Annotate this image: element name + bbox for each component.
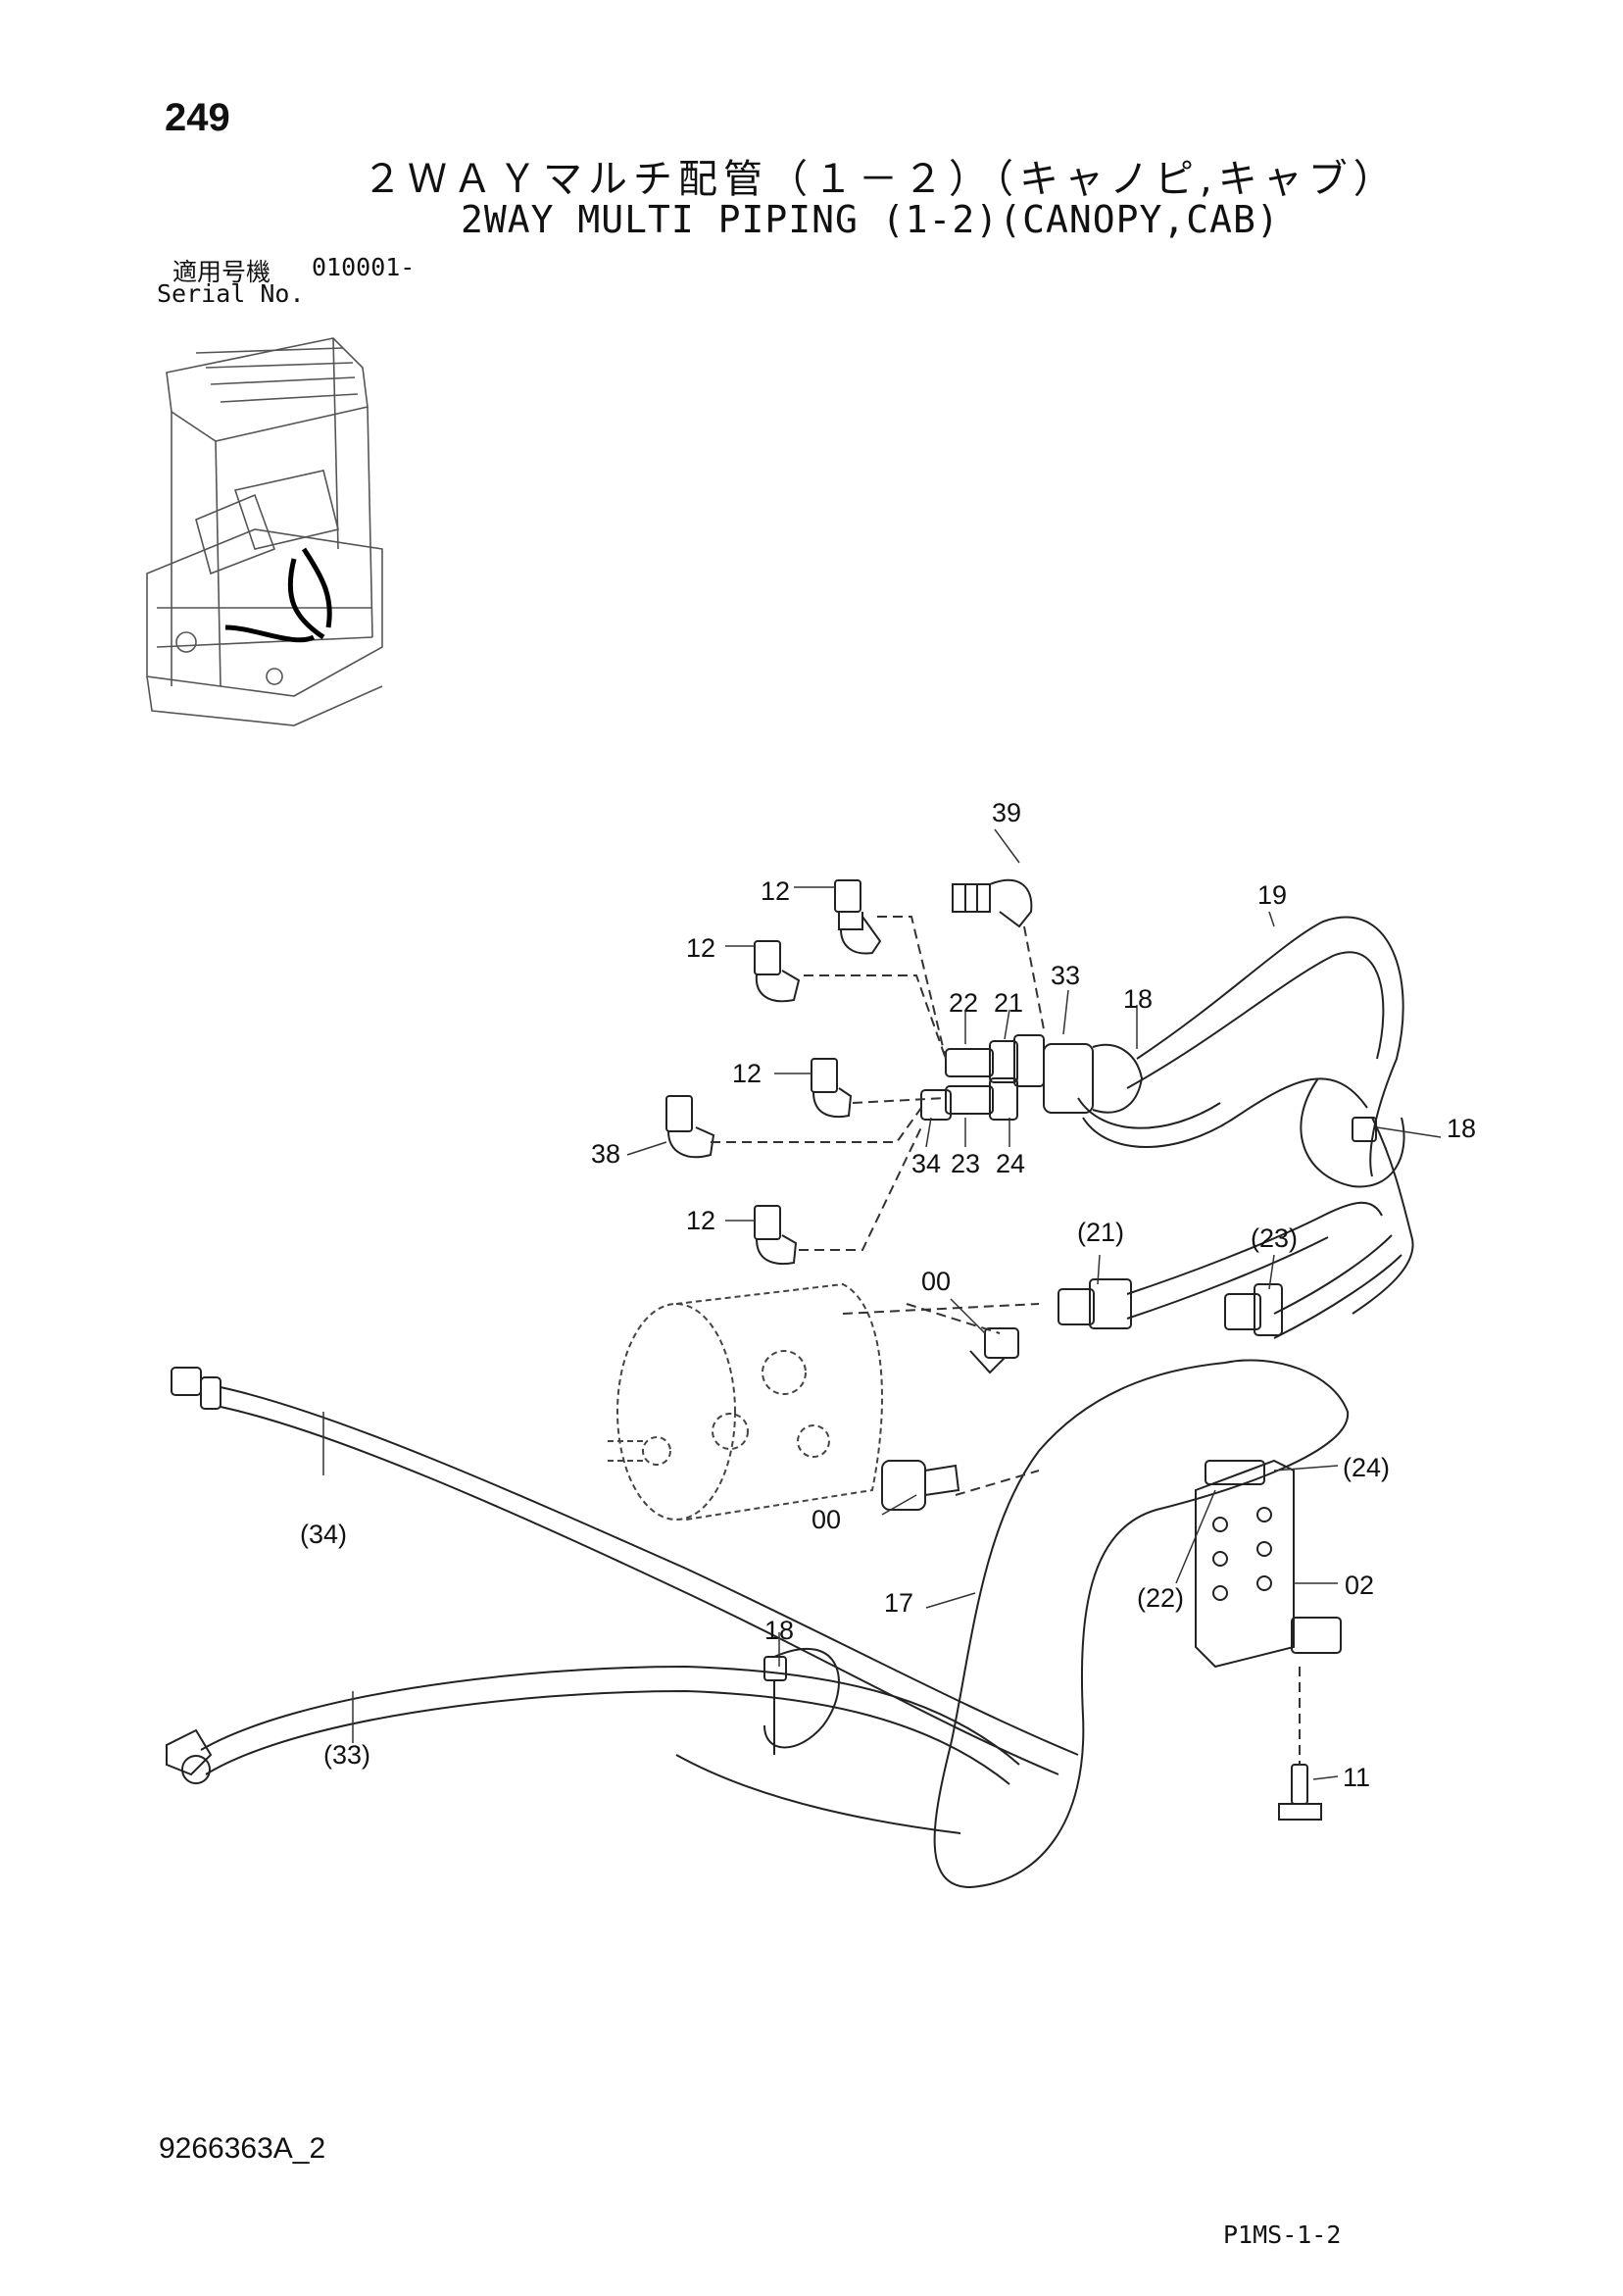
fitting-00-lower — [881, 1460, 960, 1511]
hose-23 — [1224, 1234, 1402, 1339]
dash-lines — [711, 916, 1301, 1765]
swivel-pump — [608, 1282, 883, 1521]
document-code: 9266363A_2 — [159, 2132, 326, 2165]
callout-12-top: 12 — [761, 876, 791, 906]
machine-locator-thumbnail — [146, 337, 383, 726]
callout-00-upper: 00 — [921, 1267, 952, 1296]
bolt-11 — [1278, 1764, 1322, 1821]
serial-label-en: Serial No. — [157, 279, 305, 308]
callout-24: 24 — [996, 1149, 1026, 1178]
clamp-18-lower — [763, 1648, 840, 1755]
leader-lines — [322, 828, 1442, 1780]
callout-18-top: 18 — [1123, 984, 1154, 1014]
fitting-38 — [665, 1095, 715, 1159]
callout-23-paren: (23) — [1251, 1223, 1299, 1253]
callout-02: 02 — [1345, 1571, 1375, 1600]
callout-11: 11 — [1343, 1763, 1371, 1792]
title-english: 2WAY MULTI PIPING (1-2)(CANOPY,CAB) — [461, 198, 1280, 241]
callout-00-lower: 00 — [812, 1505, 842, 1534]
fitting-00-upper — [969, 1327, 1019, 1374]
coupling-block — [920, 1034, 1144, 1121]
callout-17: 17 — [884, 1588, 914, 1618]
callout-22-paren: (22) — [1137, 1583, 1185, 1613]
callout-12-second: 12 — [686, 933, 716, 963]
bracket-02 — [1195, 1459, 1342, 1669]
callout-34: 34 — [911, 1149, 942, 1178]
callout-33-paren: (33) — [323, 1740, 371, 1770]
callout-38: 38 — [591, 1139, 621, 1169]
callout-33: 33 — [1051, 961, 1081, 990]
clamp-18-right — [1300, 1077, 1405, 1188]
thumbnail-hoses — [224, 547, 332, 643]
title-japanese: ２ＷＡＹマルチ配管（１－２）（キャノピ,キャブ） — [363, 157, 1399, 202]
fitting-12-bottom — [754, 1205, 798, 1265]
fitting-12-top — [834, 879, 882, 955]
page-number: 249 — [165, 96, 230, 139]
hose-33 — [166, 1665, 1020, 1785]
callout-19: 19 — [1257, 880, 1288, 910]
callout-34-paren: (34) — [300, 1520, 348, 1549]
fitting-12-second — [754, 940, 801, 1003]
callout-39: 39 — [992, 798, 1022, 827]
hose-17 — [675, 1359, 1350, 1889]
callout-21: 21 — [994, 988, 1024, 1018]
callout-24-paren: (24) — [1343, 1453, 1391, 1482]
page-reference: P1MS-1-2 — [1223, 2221, 1342, 2249]
hose-21 — [1057, 1201, 1383, 1329]
callout-22: 22 — [949, 988, 979, 1018]
hose-19 — [1077, 916, 1414, 1315]
hose-34 — [171, 1367, 1079, 1775]
callout-23: 23 — [951, 1149, 981, 1178]
fitting-39 — [952, 878, 1033, 928]
fitting-12-third — [811, 1058, 853, 1118]
callout-21-paren: (21) — [1077, 1218, 1125, 1247]
callout-12-bottom: 12 — [686, 1206, 716, 1235]
callout-18-lower: 18 — [764, 1616, 795, 1645]
callout-18-right: 18 — [1447, 1114, 1477, 1143]
callout-12-third: 12 — [732, 1059, 762, 1088]
serial-label-jp: 適用号機 — [172, 258, 271, 286]
serial-value: 010001- — [312, 253, 416, 281]
